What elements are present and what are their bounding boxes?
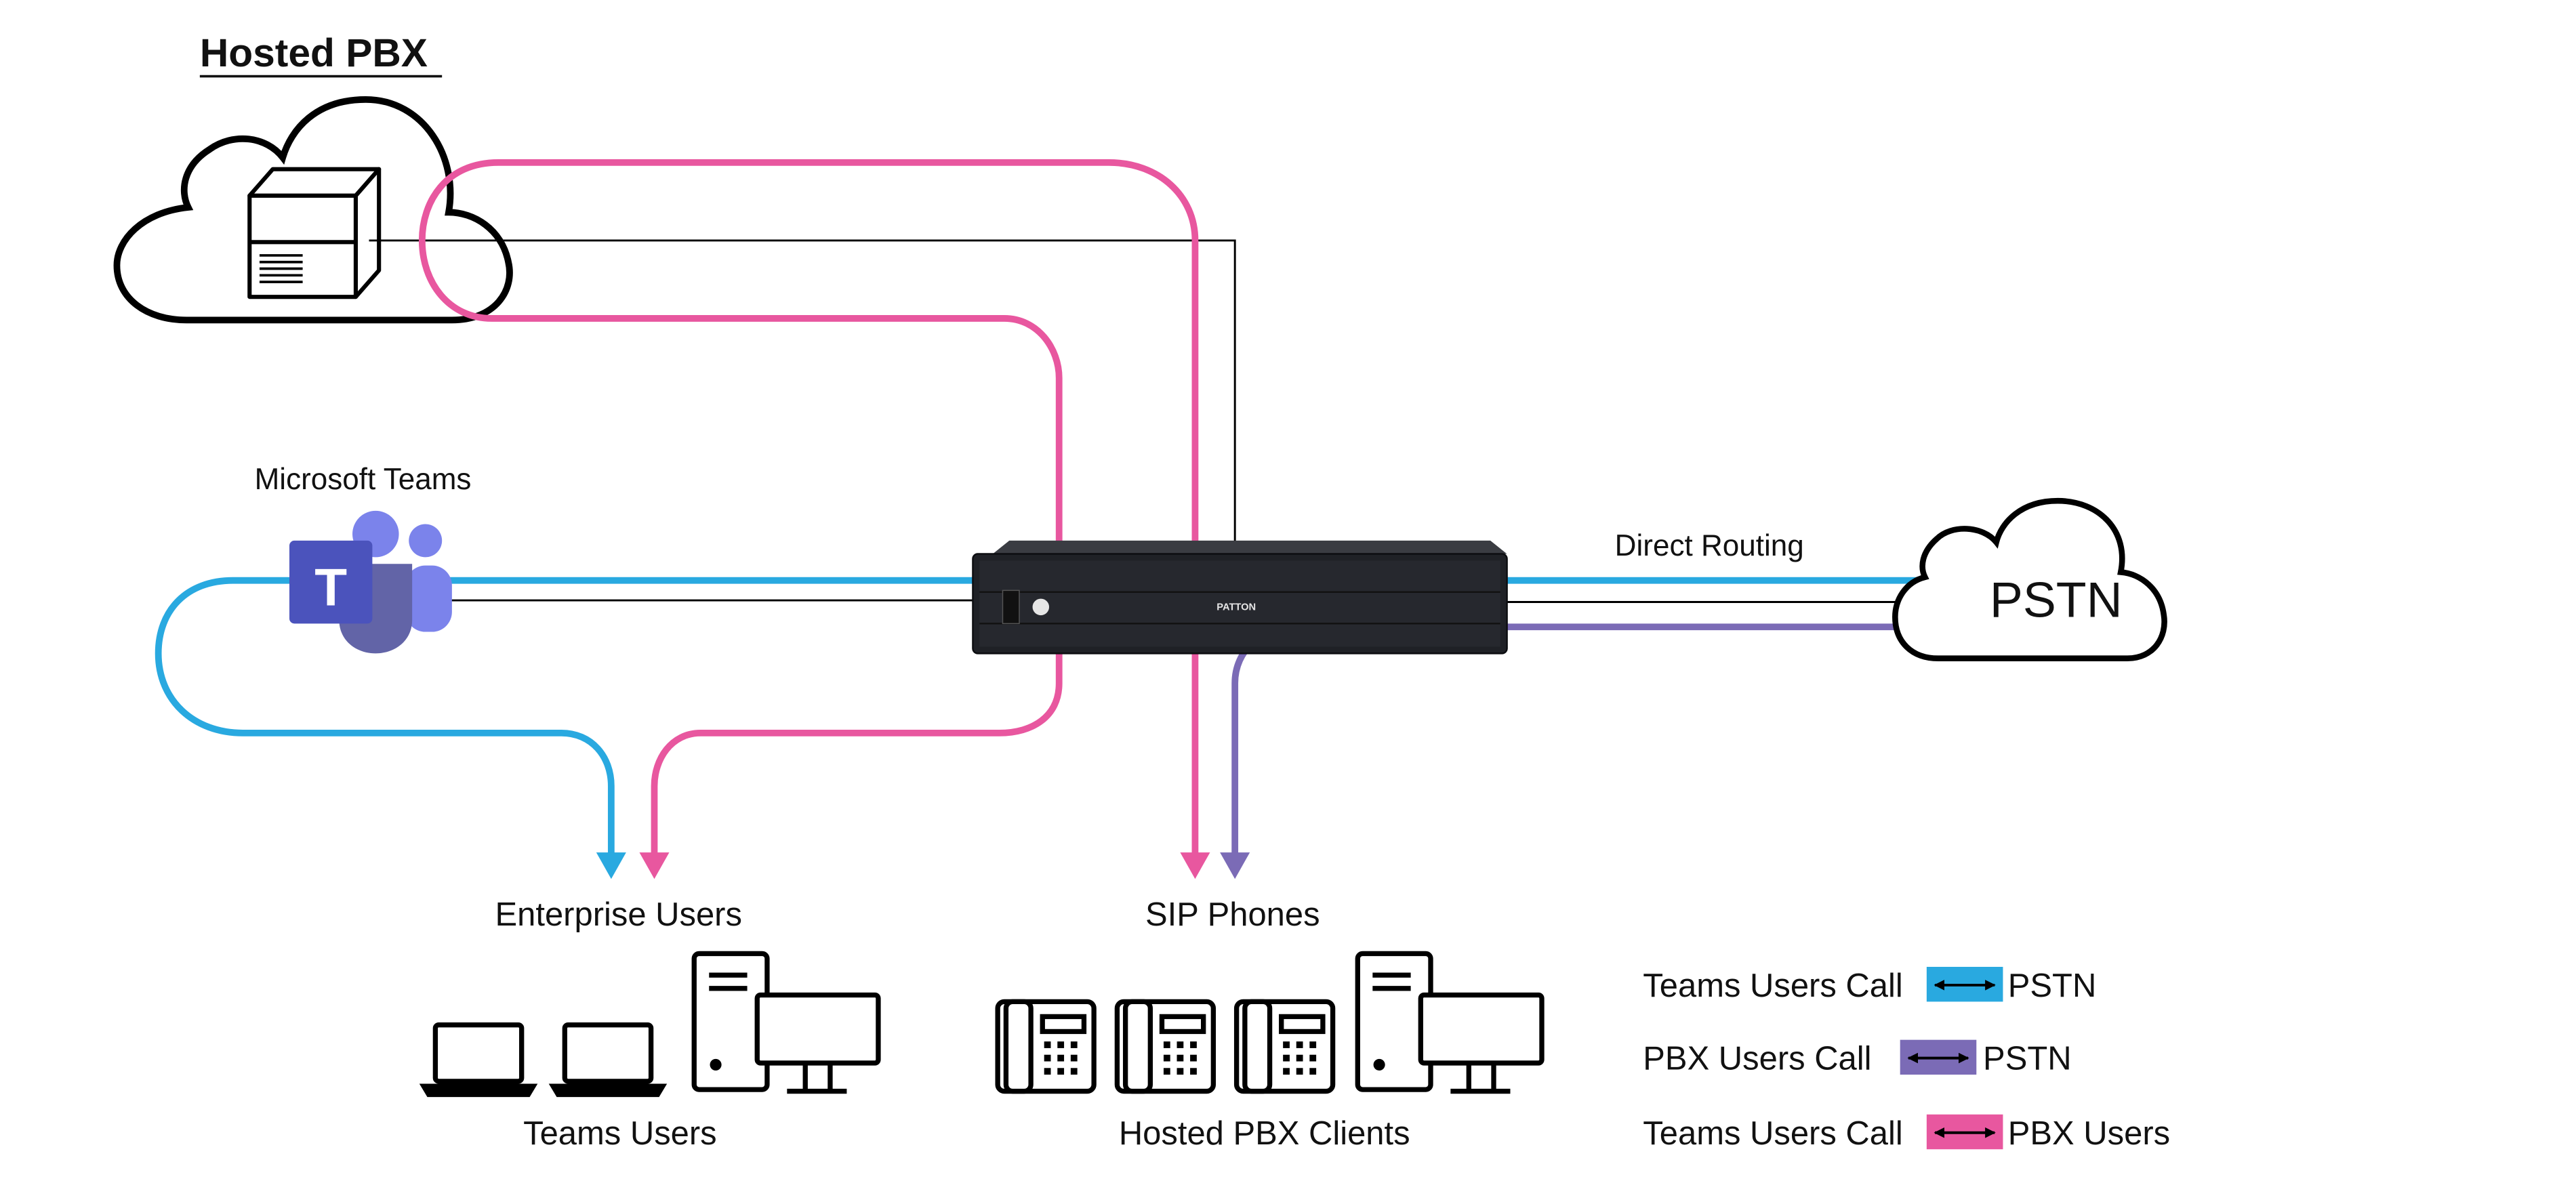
laptop-icon — [419, 1022, 538, 1098]
legend-item-1-left: Teams Users Call — [1643, 968, 1902, 1004]
pink-arrowhead-sip — [1180, 852, 1210, 879]
sbc-brand-label: PATTON — [1217, 602, 1256, 613]
pink-flow-path-upper — [418, 159, 1199, 854]
sip-phones-label: SIP Phones — [1145, 896, 1320, 933]
server-box-icon — [247, 167, 382, 299]
direct-routing-label: Direct Routing — [1615, 529, 1804, 562]
pink-arrowhead-enterprise — [639, 852, 670, 879]
legend: Teams Users Call PSTN PBX Users Call PST… — [1643, 966, 2170, 1152]
sbc-appliance-icon: PATTON — [972, 540, 1508, 655]
cloud-icon — [113, 96, 513, 324]
legend-item-2-left: PBX Users Call — [1643, 1041, 1871, 1077]
teams-label: Microsoft Teams — [255, 463, 472, 496]
purple-flow-path — [1231, 623, 1959, 854]
enterprise-users-label: Enterprise Users — [495, 896, 742, 933]
desk-phone-icon — [995, 999, 1097, 1094]
teams-users-label: Teams Users — [523, 1115, 717, 1152]
legend-item-2-right: PSTN — [1983, 1041, 2072, 1077]
desktop-computer-icon — [691, 951, 881, 1094]
legend-item-3-left: Teams Users Call — [1643, 1115, 1902, 1152]
purple-arrowhead-sip — [1220, 852, 1250, 879]
blue-arrowhead-enterprise — [596, 852, 626, 879]
teams-logo-icon: T — [289, 510, 452, 654]
desktop-computer-icon — [1355, 951, 1545, 1094]
desk-phone-icon — [1114, 999, 1217, 1094]
pstn-cloud-icon — [1892, 497, 2167, 662]
pbx-to-sbc-line — [369, 239, 1236, 544]
hosted-pbx-clients-label: Hosted PBX Clients — [1119, 1115, 1410, 1152]
laptop-icon — [548, 1022, 668, 1098]
legend-item-1-right: PSTN — [2008, 968, 2097, 1004]
desk-phone-icon — [1233, 999, 1336, 1094]
legend-item-3-right: PBX Users — [2008, 1115, 2170, 1152]
blue-flow-path — [155, 577, 1959, 854]
svg-text:T: T — [314, 557, 347, 617]
pstn-label: PSTN — [1990, 573, 2123, 628]
diagram-title: Hosted PBX — [200, 31, 428, 75]
